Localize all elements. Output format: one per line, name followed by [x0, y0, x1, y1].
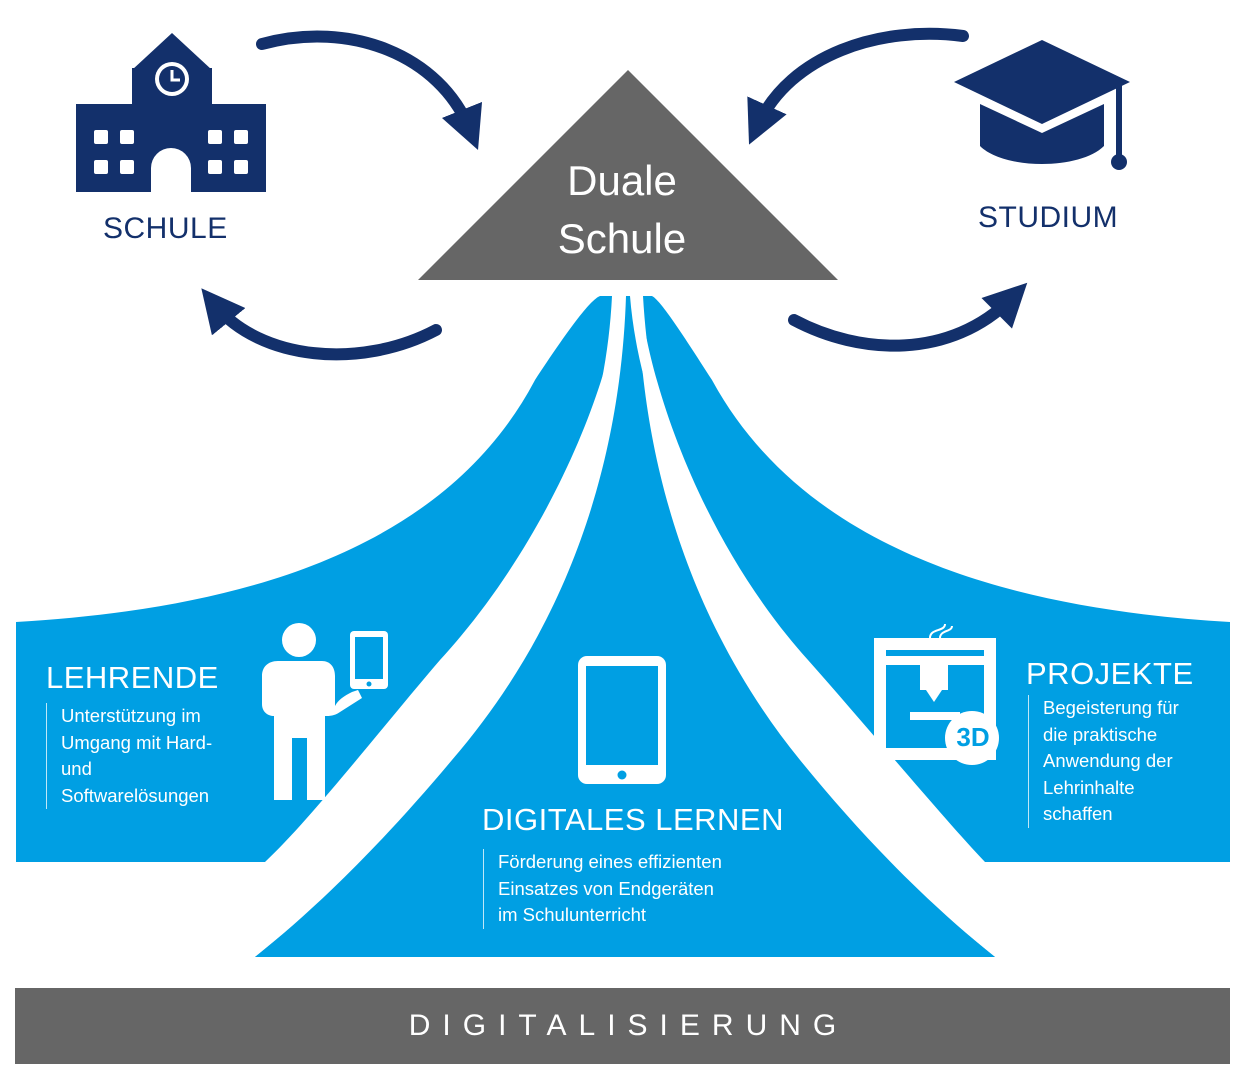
digitales-lernen-description: Förderung eines effizienten Einsatzes vo…: [483, 849, 722, 929]
projekte-desc-line: Begeisterung für: [1043, 697, 1179, 718]
arrow-apex-to-studium: [788, 282, 1028, 352]
band-center-fill: [255, 296, 995, 957]
projekte-title: PROJEKTE: [1026, 656, 1194, 691]
band-left: [16, 296, 620, 862]
projekte-description: Begeisterung für die praktische Anwendun…: [1028, 695, 1179, 828]
3d-printer-icon: [874, 623, 999, 765]
studium-label: STUDIUM: [978, 201, 1119, 234]
lehrende-desc-line: Softwarelösungen: [61, 784, 210, 806]
school-building-icon: [76, 33, 266, 192]
digitales-lernen-desc-line: Einsatzes von Endgeräten: [498, 877, 714, 899]
digitales-lernen-desc-line: im Schulunterricht: [498, 904, 647, 925]
tablet-icon: [578, 656, 666, 784]
digitalisierung-label: DIGITALISIERUNG: [408, 1009, 849, 1042]
digitales-lernen-title: DIGITALES LERNEN: [482, 802, 785, 837]
apex-triangle: [418, 70, 838, 280]
lehrende-desc-line: Unterstützung im: [61, 705, 201, 726]
band-right: [640, 296, 1230, 862]
apex-line-1: Duale: [567, 157, 677, 204]
lehrende-desc-line: Umgang mit Hard-: [61, 731, 213, 753]
arrow-schule-to-apex: [256, 30, 483, 151]
digitalisierung-bar: DIGITALISIERUNG: [15, 988, 1230, 1064]
projekte-desc-line: die praktische: [1043, 723, 1158, 745]
apex-label: Duale Schule: [520, 152, 724, 268]
projekte-desc-line: Lehrinhalte: [1043, 776, 1135, 798]
lehrende-desc-line: und: [61, 758, 92, 779]
teacher-with-tablet-icon: [262, 623, 388, 800]
projekte-desc-line: schaffen: [1043, 803, 1113, 824]
apex-line-2: Schule: [557, 215, 687, 262]
lehrende-title: LEHRENDE: [46, 660, 219, 695]
projekte-desc-line: Anwendung der: [1043, 750, 1173, 771]
digitales-lernen-desc-line: Förderung eines effizienten: [498, 851, 722, 872]
schule-label: SCHULE: [103, 212, 228, 245]
3d-badge-text: 3D: [956, 722, 990, 752]
arrow-apex-to-schule: [201, 288, 442, 361]
graduation-cap-icon: [954, 40, 1130, 170]
arrow-studium-to-apex: [747, 27, 969, 145]
lehrende-description: Unterstützung im Umgang mit Hard- und So…: [46, 703, 212, 809]
